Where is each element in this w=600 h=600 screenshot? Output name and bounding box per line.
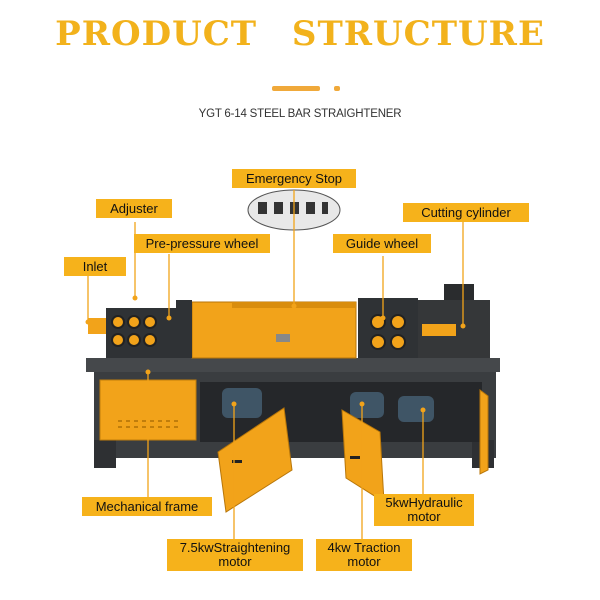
page-title: PRODUCT STRUCTURE: [55, 14, 545, 54]
label-adjuster: Adjuster: [96, 199, 172, 218]
label-inlet: Inlet: [64, 257, 126, 276]
inlet-guide: [88, 318, 106, 334]
label-traction-motor-line2: motor: [347, 554, 381, 569]
straightening-motor: [222, 388, 262, 418]
label-traction-motor-line1: 4kw Traction: [327, 540, 401, 555]
label-guide-wheel: Guide wheel: [333, 234, 431, 253]
label-pre-pressure-wheel: Pre-pressure wheel: [134, 234, 270, 253]
machine-leg-left: [94, 440, 116, 468]
straightening-housing: [191, 301, 357, 359]
door-right: [479, 389, 489, 475]
label-cutting-cylinder: Cutting cylinder: [403, 203, 529, 222]
traction-motor: [350, 392, 384, 418]
label-straightening-motor-line2: motor: [218, 554, 252, 569]
label-straightening-motor: 7.5kwStraightening motor: [167, 539, 303, 571]
title-underline-bar: [272, 86, 320, 91]
title-underline-dot: [334, 86, 340, 91]
label-hydraulic-motor-line2: motor: [407, 509, 441, 524]
door-left: [217, 407, 293, 513]
label-emergency-stop: Emergency Stop: [232, 169, 356, 188]
product-model-subtitle: YGT 6-14 STEEL BAR STRAIGHTENER: [198, 108, 402, 120]
label-hydraulic-motor-line1: 5kwHydraulic: [385, 495, 463, 510]
label-traction-motor: 4kw Traction motor: [316, 539, 412, 571]
machine-base-top: [86, 358, 500, 372]
hydraulic-motor: [398, 396, 434, 422]
label-hydraulic-motor: 5kwHydraulic motor: [374, 494, 474, 526]
label-straightening-motor-line1: 7.5kwStraightening: [179, 540, 291, 555]
guide-wheel-assembly: [358, 298, 418, 358]
label-mechanical-frame: Mechanical frame: [82, 497, 212, 516]
